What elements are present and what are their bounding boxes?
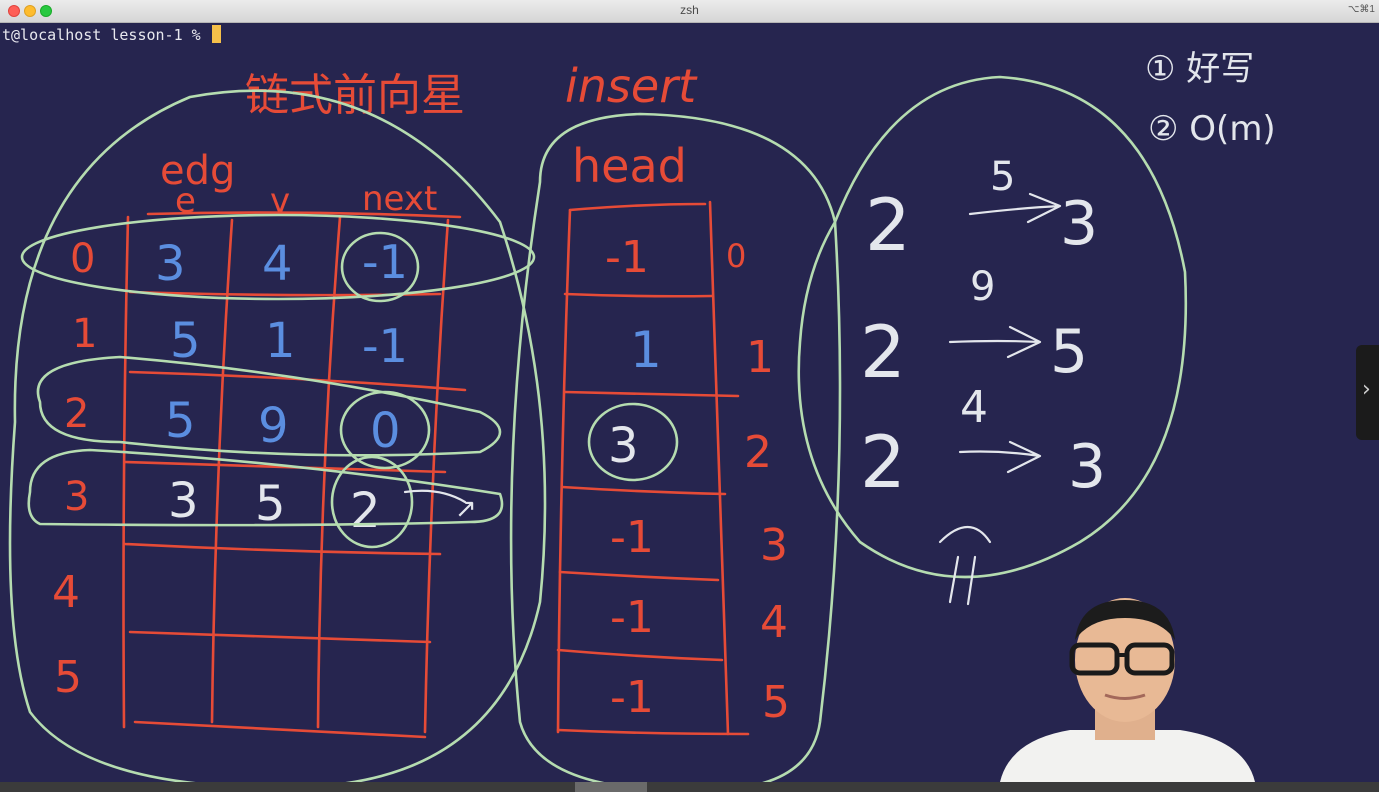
close-button[interactable] bbox=[8, 5, 20, 17]
head-index: 0 bbox=[726, 237, 746, 275]
head-table-grid bbox=[556, 200, 750, 736]
edge-weight: 4 bbox=[960, 382, 988, 433]
head-index: 1 bbox=[746, 332, 774, 383]
minimize-button[interactable] bbox=[24, 5, 36, 17]
row-index: 3 bbox=[64, 474, 89, 520]
row-index: 1 bbox=[72, 311, 97, 357]
head-value: -1 bbox=[610, 512, 654, 563]
text-cursor bbox=[211, 25, 221, 43]
cell-v: 9 bbox=[258, 398, 289, 454]
cell-v: 4 bbox=[262, 236, 293, 292]
edge-values: 3 4 -1 5 1 -1 5 9 0 3 5 2 bbox=[155, 235, 408, 539]
scribble-note: ↗ bbox=[455, 494, 477, 524]
edge-to: 3 bbox=[1060, 189, 1098, 259]
row-index: 4 bbox=[52, 567, 80, 618]
note-easy: ① 好写 bbox=[1145, 49, 1254, 89]
prompt-text: t@localhost lesson-1 % bbox=[2, 26, 210, 44]
edge-to: 5 bbox=[1050, 317, 1088, 387]
window-title: zsh bbox=[680, 3, 699, 17]
title-insert: insert bbox=[565, 59, 698, 113]
head-index: 3 bbox=[760, 520, 788, 571]
side-panel-toggle[interactable]: › bbox=[1356, 345, 1379, 440]
header-v: v bbox=[270, 181, 290, 221]
head-array-label: head bbox=[572, 139, 687, 193]
terminal-area[interactable]: t@localhost lesson-1 % bbox=[0, 22, 1379, 782]
edge-list: 2 5 3 2 9 5 2 4 3 bbox=[797, 75, 1188, 606]
title-chinese: 链式前向星 bbox=[245, 70, 465, 121]
header-next: next bbox=[362, 179, 437, 219]
edge-weight: 5 bbox=[990, 154, 1015, 200]
head-index: 5 bbox=[762, 677, 790, 728]
note-complexity: ② O(m) bbox=[1148, 109, 1276, 149]
header-e: e bbox=[175, 181, 196, 221]
window-titlebar: zsh ⌥⌘1 bbox=[0, 0, 1379, 23]
edge-from: 2 bbox=[860, 420, 906, 504]
edge-array-label: edg bbox=[160, 148, 235, 194]
cell-next: -1 bbox=[362, 319, 408, 373]
cell-next: -1 bbox=[362, 235, 408, 289]
cell-e: 3 bbox=[155, 236, 186, 292]
row-index: 2 bbox=[64, 391, 89, 437]
cell-e: 5 bbox=[165, 393, 196, 449]
edge-weight: 9 bbox=[970, 264, 995, 310]
head-green-outline bbox=[509, 112, 842, 782]
cell-v: 1 bbox=[265, 313, 296, 369]
head-index: 4 bbox=[760, 597, 788, 648]
scrollbar-thumb[interactable] bbox=[575, 782, 647, 792]
head-value: -1 bbox=[610, 672, 654, 723]
chevron-right-icon: › bbox=[1362, 377, 1371, 402]
cell-next: 2 bbox=[350, 483, 381, 539]
window-shortcut: ⌥⌘1 bbox=[1347, 4, 1375, 15]
cell-next: 0 bbox=[370, 403, 401, 459]
edge-from: 2 bbox=[860, 310, 906, 394]
head-values: -1 1 3 -1 -1 -1 bbox=[605, 232, 662, 723]
green-highlights: ↗ bbox=[8, 89, 547, 782]
head-value: -1 bbox=[610, 592, 654, 643]
cell-v: 5 bbox=[255, 476, 286, 532]
head-value: 1 bbox=[630, 321, 662, 379]
terminal-prompt: t@localhost lesson-1 % bbox=[2, 25, 221, 44]
row-index: 5 bbox=[54, 652, 82, 703]
row-index: 0 bbox=[70, 236, 95, 282]
cell-e: 5 bbox=[170, 313, 201, 369]
row-indices: 0 1 2 3 4 5 bbox=[52, 236, 97, 703]
cell-e: 3 bbox=[168, 473, 199, 529]
head-value: -1 bbox=[605, 232, 649, 283]
head-value: 3 bbox=[608, 418, 639, 474]
presenter-webcam bbox=[1000, 598, 1255, 782]
edge-from: 2 bbox=[865, 183, 911, 267]
maximize-button[interactable] bbox=[40, 5, 52, 17]
edge-to: 3 bbox=[1068, 432, 1106, 502]
horizontal-scrollbar[interactable] bbox=[0, 782, 1379, 792]
corner-notes: ① 好写 ② O(m) bbox=[1145, 49, 1276, 149]
head-index: 2 bbox=[744, 427, 772, 478]
head-indices: 0 1 2 3 4 5 bbox=[726, 237, 790, 728]
whiteboard-drawing: 链式前向星 insert edg e v next 0 1 2 3 4 5 3 … bbox=[8, 49, 1276, 782]
